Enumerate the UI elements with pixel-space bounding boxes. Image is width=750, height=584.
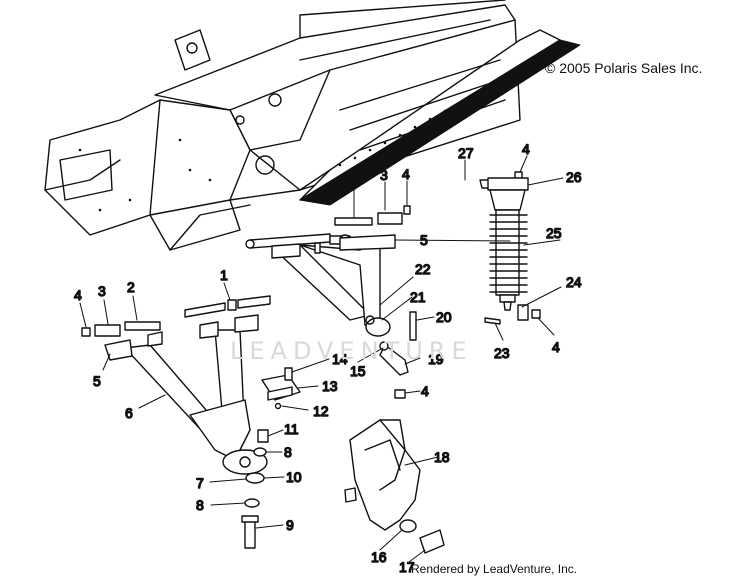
callout-19: 19 — [428, 351, 444, 367]
lower-a-arm — [104, 314, 269, 549]
callout-21: 21 — [410, 289, 426, 305]
callout-3-lower: 3 — [98, 283, 106, 299]
callout-10: 10 — [286, 469, 302, 485]
callout-3-upper: 3 — [380, 167, 388, 183]
callout-12: 12 — [313, 403, 329, 419]
callout-5-lower: 5 — [93, 373, 101, 389]
callout-labels: 27 4 26 2 3 4 5 25 22 24 1 4 3 2 21 20 2… — [73, 140, 582, 575]
callout-2-lower: 2 — [127, 279, 135, 295]
callout-8-upper: 8 — [284, 444, 292, 460]
spindle — [344, 419, 445, 554]
callout-20: 20 — [436, 309, 452, 325]
watermark-text: LEADVENTURE — [230, 337, 473, 365]
callout-13: 13 — [322, 378, 338, 394]
callout-1: 1 — [220, 267, 228, 283]
callout-8-lower: 8 — [196, 497, 204, 513]
callout-15: 15 — [350, 363, 366, 379]
callout-23: 23 — [494, 345, 510, 361]
callout-26: 26 — [566, 169, 582, 185]
callout-2-upper: 2 — [349, 174, 357, 190]
callout-7: 7 — [196, 475, 204, 491]
callout-11: 11 — [284, 421, 299, 437]
callout-16: 16 — [371, 549, 387, 565]
shock-absorber — [479, 171, 541, 325]
callout-17: 17 — [399, 559, 415, 575]
callout-24: 24 — [566, 274, 582, 290]
chassis-frame — [44, 0, 581, 251]
upper-bushing-set — [245, 205, 411, 249]
lower-bushing-set — [81, 295, 271, 337]
callout-22: 22 — [415, 261, 431, 277]
callout-9: 9 — [286, 517, 294, 533]
callout-4-upper: 4 — [402, 166, 410, 182]
rivet-pattern — [78, 77, 512, 212]
callout-27: 27 — [458, 145, 474, 161]
callout-5-upper: 5 — [420, 232, 428, 248]
rendered-by-credit: Rendered by LeadVenture, Inc. — [411, 562, 578, 576]
steering-arm — [261, 367, 301, 410]
callout-4-spindle: 4 — [421, 383, 429, 399]
callout-25: 25 — [546, 225, 562, 241]
callout-14: 14 — [332, 351, 348, 367]
callout-4-lower: 4 — [74, 287, 82, 303]
callout-18: 18 — [434, 449, 450, 465]
copyright-notice: © 2005 Polaris Sales Inc. — [545, 60, 703, 76]
callout-4-shock-top: 4 — [522, 141, 530, 157]
leader-lines — [79, 155, 564, 563]
callout-4-shock-bottom: 4 — [552, 339, 560, 355]
callout-6: 6 — [125, 405, 133, 421]
upper-a-arm — [271, 234, 396, 337]
